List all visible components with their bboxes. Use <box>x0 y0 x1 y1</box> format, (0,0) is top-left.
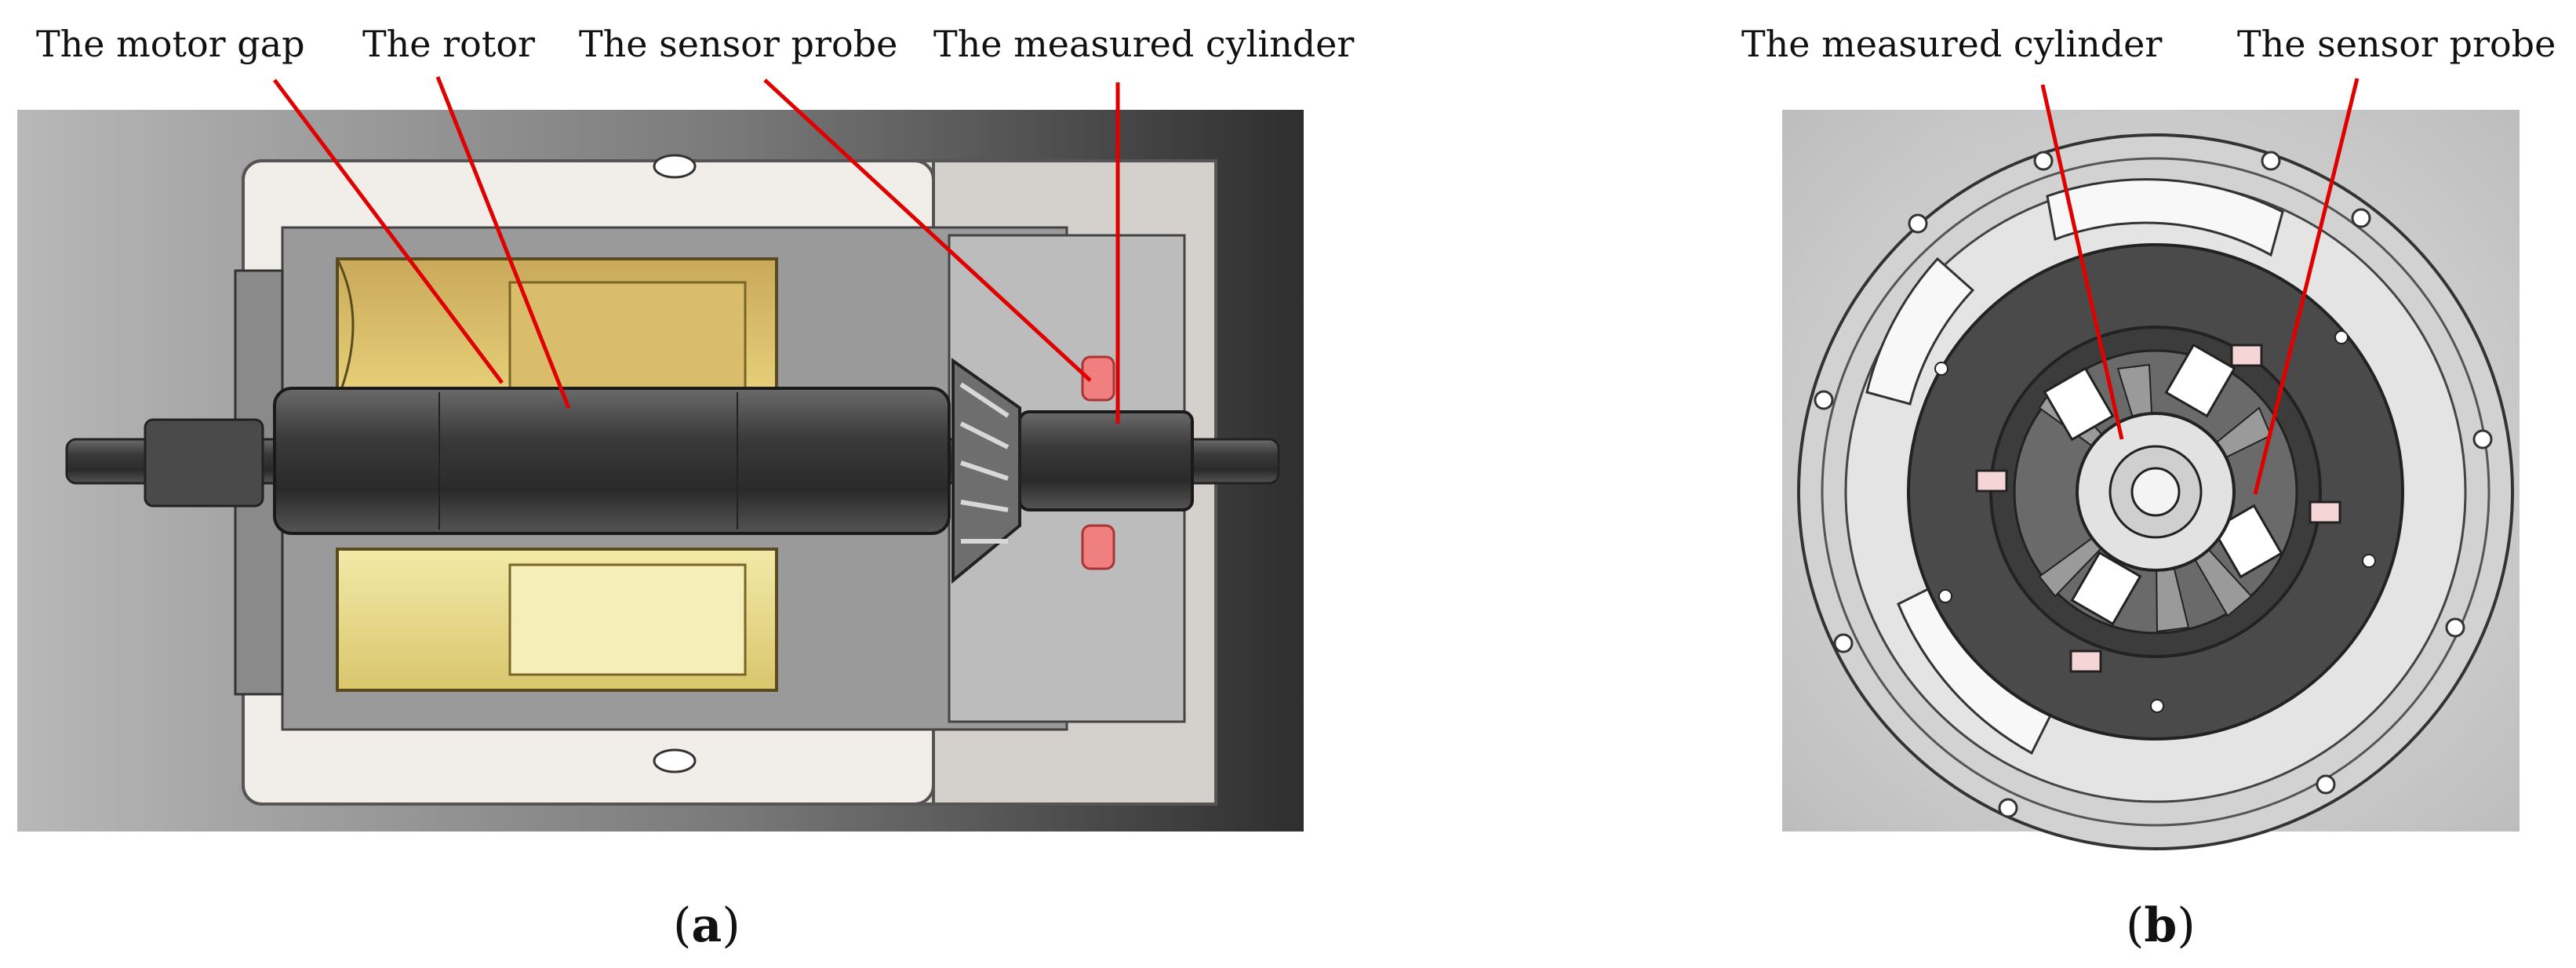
caption-b: (b) <box>2126 898 2196 953</box>
panel-a: The motor gap The rotor The sensor probe… <box>17 23 1354 953</box>
sensor-probes <box>1975 343 2341 673</box>
label-measured-cylinder: The measured cylinder <box>933 23 1354 65</box>
label-sensor-probe-b: The sensor probe <box>2237 23 2556 65</box>
label-rotor: The rotor <box>362 23 535 65</box>
sensor-probe-bottom <box>1081 524 1115 570</box>
sensor-probe-top <box>1081 355 1115 402</box>
panel-b: The measured cylinder The sensor probe (… <box>1741 23 2556 953</box>
arc-slot <box>1865 257 1975 406</box>
label-sensor-probe: The sensor probe <box>579 23 897 65</box>
stator-coil-bottom <box>336 548 778 692</box>
caption-a: (a) <box>673 898 740 953</box>
leader-sensor-probe-b <box>2253 78 2360 495</box>
mount-hole <box>653 154 697 179</box>
leader-motor-gap <box>273 78 504 384</box>
mount-hole <box>653 748 697 773</box>
leader-sensor-probe <box>763 78 1092 382</box>
impeller <box>951 358 1021 584</box>
stator-coil-top <box>336 257 778 402</box>
leader-rotor <box>435 76 571 409</box>
arc-slot <box>2046 178 2284 257</box>
label-motor-gap: The motor gap <box>36 23 305 65</box>
label-measured-cylinder-b: The measured cylinder <box>1741 23 2162 65</box>
flange-holes <box>1814 151 2493 818</box>
leader-measured-cylinder-b <box>2040 84 2124 440</box>
